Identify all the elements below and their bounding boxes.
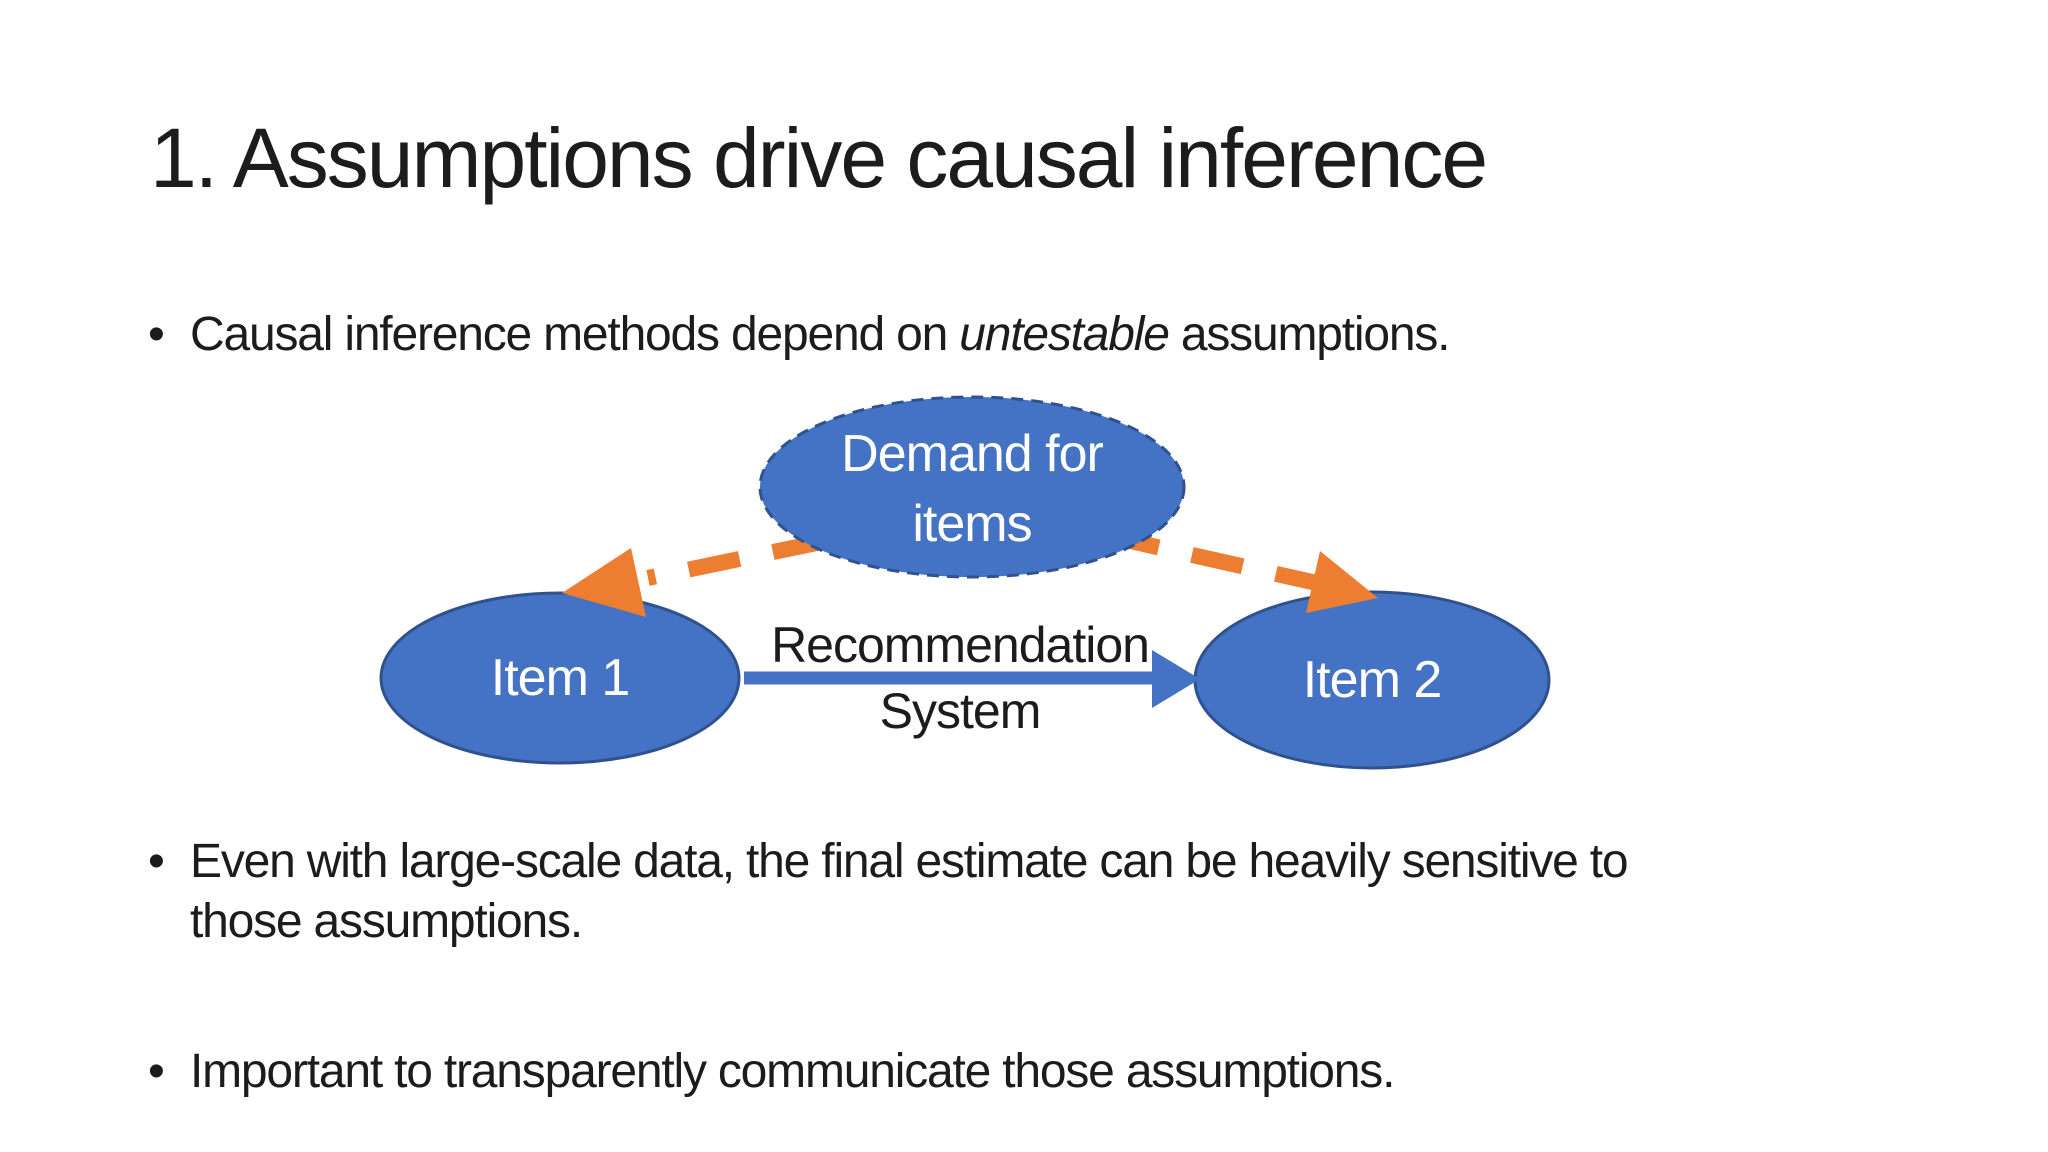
slide-title: 1. Assumptions drive causal inference [150,111,1488,205]
item1-node-label: Item 1 [490,649,631,707]
bullet-item-3: • Important to transparently communicate… [148,1042,1395,1102]
bullet-2-line-2: those assumptions. [190,895,583,948]
bullet-marker: • [148,308,165,361]
recommendation-edge-label-line2: System [879,683,1042,739]
recommendation-edge-label-line1: Recommendation [771,617,1150,673]
item1-node-ellipse [379,591,741,765]
bullet-text: Causal inference methods depend on untes… [190,305,1451,365]
item2-node-label: Item 2 [1302,651,1443,709]
confounder-arrow-right-head [1306,551,1378,613]
bullet-text: Important to transparently communicate t… [190,1042,1395,1102]
confounder-arrow-left-head [562,548,646,617]
bullet-2-line-1: Even with large-scale data, the final es… [190,835,1629,888]
bullet-text: Even with large-scale data, the final es… [190,832,1629,952]
recommendation-arrow-head [1152,650,1200,708]
bullet-1-emphasis: untestable [959,308,1170,361]
bullet-marker: • [148,835,165,888]
bullet-1-text-after: assumptions. [1168,308,1451,361]
recommendation-edge-label: Recommendation System [710,617,1210,739]
confounder-arrow-right-line [1106,528,1332,594]
bullet-item-1: • Causal inference methods depend on unt… [148,305,1451,365]
demand-node-label: Demand for items [841,425,1104,553]
bullet-marker: • [148,1045,165,1098]
demand-node-ellipse [758,395,1186,579]
bullet-3-line-1: Important to transparently communicate t… [190,1045,1395,1098]
bullet-1-text-before: Causal inference methods depend on [190,308,960,361]
bullet-item-2: • Even with large-scale data, the final … [148,832,1629,952]
